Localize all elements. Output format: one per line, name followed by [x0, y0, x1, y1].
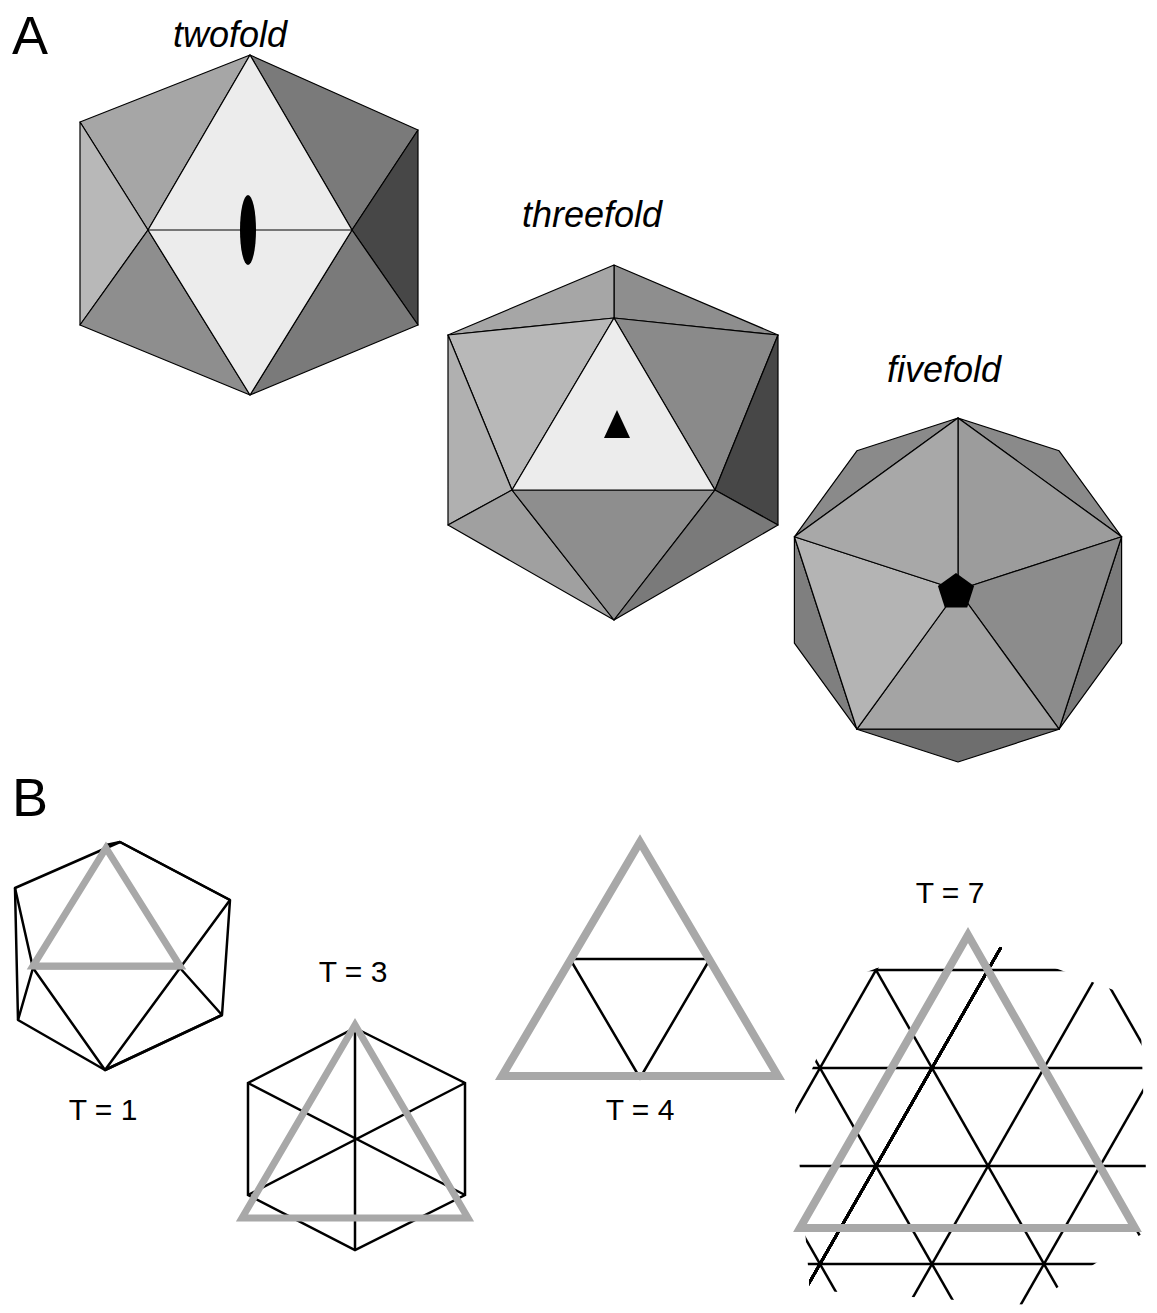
axis-label: threefold [522, 197, 662, 233]
lattice-line [428, 0, 1157, 1313]
inner-face [794, 418, 958, 590]
lattice-line [428, 0, 1157, 1313]
t3-triangle [242, 1025, 468, 1218]
lattice-line [0, 773, 1157, 776]
lattice-line [316, 0, 1157, 1313]
lattice-line [652, 0, 1157, 1313]
t-number-label: T = 3 [319, 957, 388, 987]
lattice-line [428, 0, 1157, 1313]
lattice-line [428, 0, 1157, 1313]
lattice-line [92, 0, 1157, 1313]
lattice-line [428, 0, 1157, 1313]
lattice-line [0, 0, 988, 1313]
twofold-icosahedron [80, 55, 418, 395]
lattice-line [0, 0, 1100, 1313]
lattice-line [428, 0, 1157, 1313]
lattice-line [92, 577, 1157, 580]
lattice-line [0, 1067, 1157, 1070]
lattice-line [428, 0, 1157, 1313]
t-number-label: T = 7 [916, 878, 985, 908]
lattice-line [0, 1263, 1157, 1266]
t7-triangle [800, 935, 1135, 1228]
lattice-line [0, 0, 876, 1313]
threefold-icosahedron [448, 265, 778, 620]
lattice-line [0, 871, 1157, 874]
lattice-line [204, 381, 1157, 384]
lattice-line [428, 0, 1157, 1313]
lattice-line [428, 0, 1157, 1313]
lattice-line [1100, 0, 1157, 1313]
panel-letter: A [12, 8, 48, 62]
fivefold-icosahedron [794, 418, 1121, 762]
lattice-line [428, 0, 1157, 1313]
lattice-line [204, 0, 1157, 1313]
outer-face [857, 729, 1059, 762]
lattice-line [428, 0, 1157, 1313]
t-number-label: T = 4 [606, 1095, 675, 1125]
lattice-line [0, 0, 764, 1313]
axis-label: fivefold [887, 352, 1001, 388]
lattice-line [0, 0, 1100, 1313]
lattice-line [204, 0, 1157, 1313]
fivefold-symbol [938, 573, 974, 607]
t1-icosahedron [15, 842, 230, 1070]
lattice-line [428, 0, 1157, 1313]
lattice-line [876, 0, 1157, 1313]
lattice-line [148, 479, 1157, 482]
lattice-line [0, 0, 876, 1313]
lattice-line [316, 185, 1157, 188]
lattice-line [1100, 0, 1157, 1313]
lattice-line [428, 0, 1157, 1313]
lattice-line [876, 0, 1157, 1313]
lattice-line [0, 0, 988, 1313]
lattice-line [428, 0, 1157, 1313]
lattice-line [316, 0, 1157, 1313]
t4-triangle [502, 842, 778, 1076]
lattice-line [764, 0, 1157, 1313]
lattice-line [428, 0, 1157, 1313]
lattice-line [0, 1165, 1157, 1168]
lattice-line [92, 0, 1157, 1313]
t-number-label: T = 1 [69, 1095, 138, 1125]
lattice-line [428, 0, 1157, 1313]
panel-letter: B [12, 770, 48, 824]
t1-triangle [33, 848, 180, 966]
lattice-line [428, 0, 1157, 1313]
t4-inner-triangle [570, 959, 710, 1078]
lattice-line [36, 675, 1157, 678]
lattice-line [0, 0, 764, 1313]
lattice-line [260, 283, 1157, 286]
lattice-line [428, 0, 1157, 1313]
axis-label: twofold [173, 17, 287, 53]
